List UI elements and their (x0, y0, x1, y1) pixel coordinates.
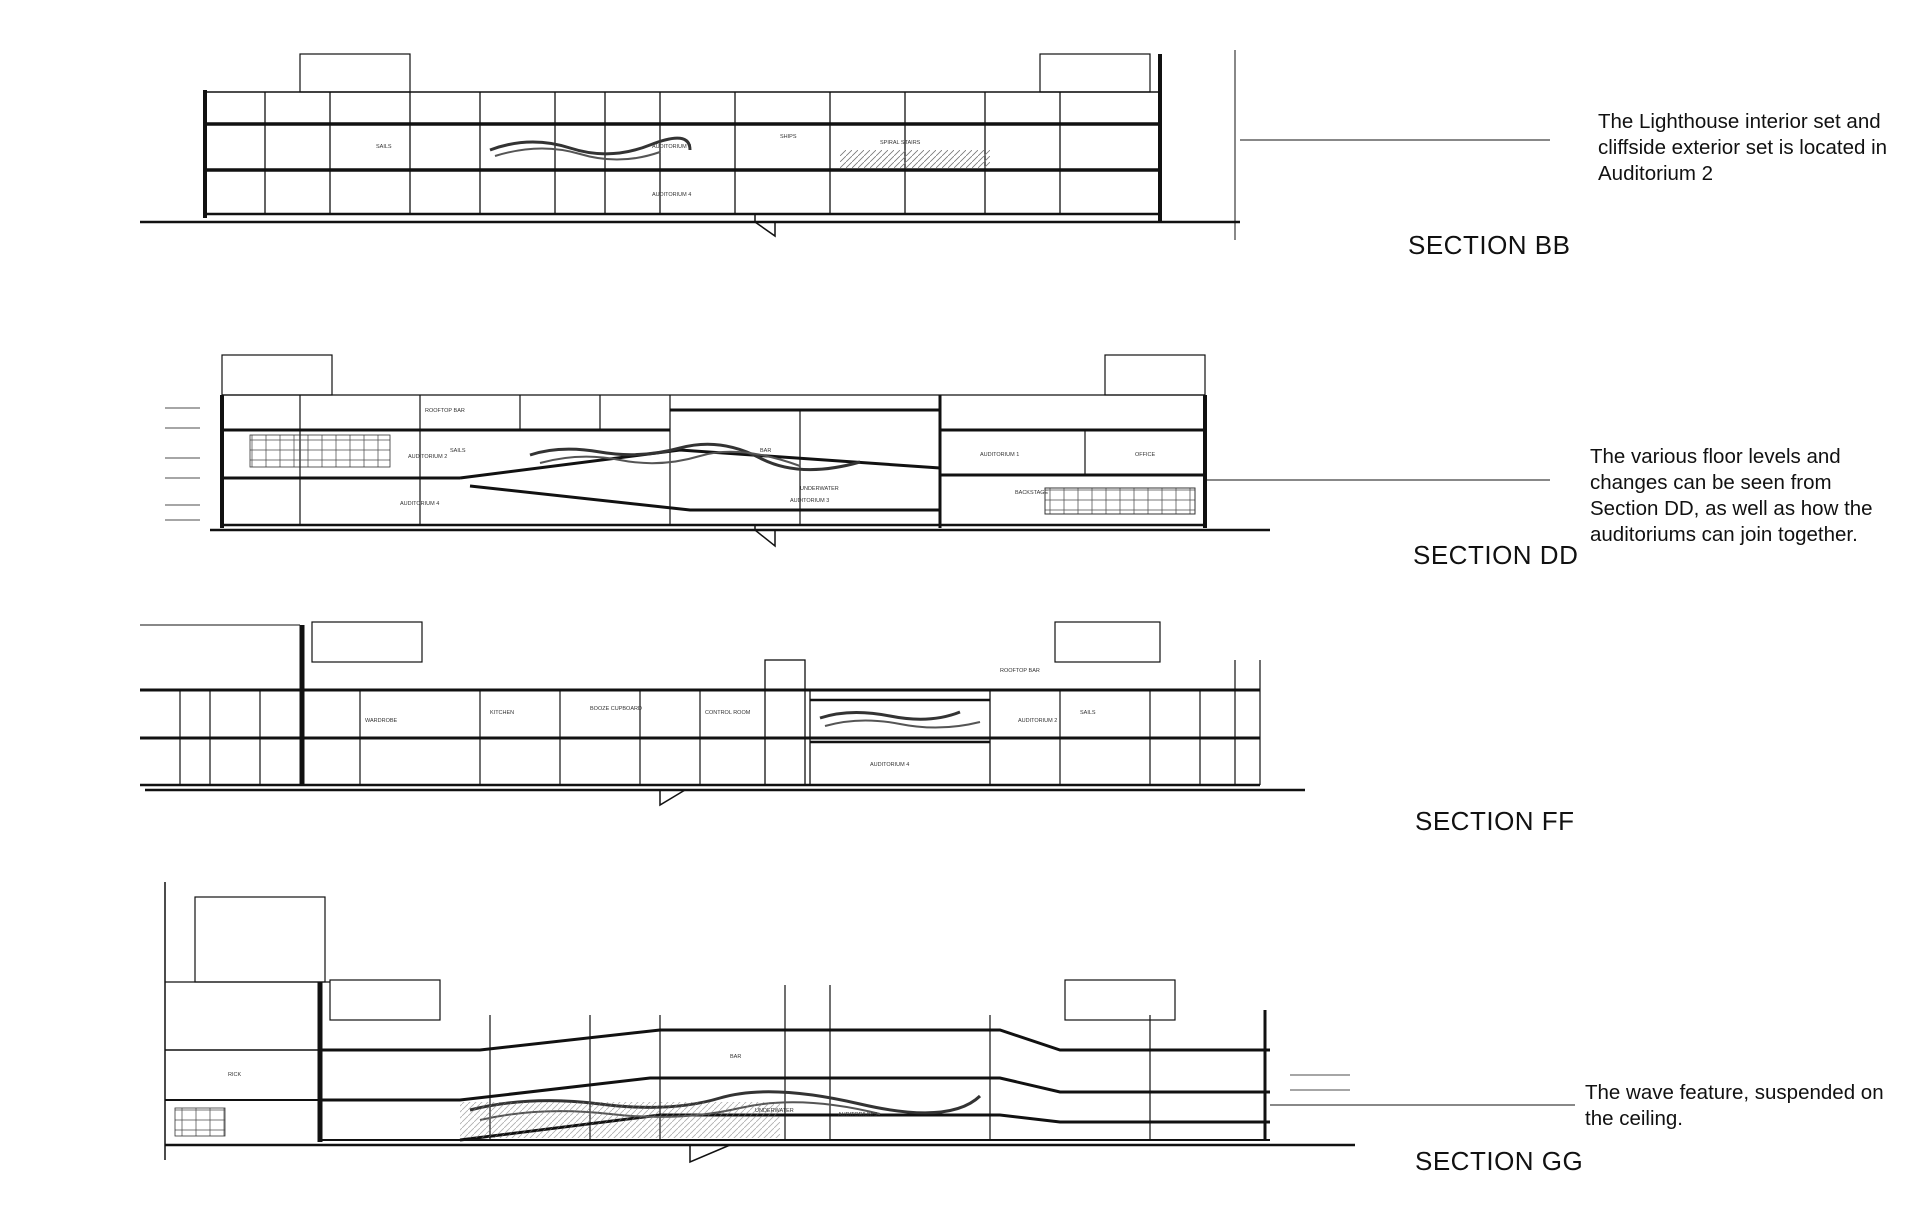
section-dd-note: The various floor levels and changes can… (1590, 444, 1873, 548)
room-label: AUDITORIUM 2 (408, 454, 447, 460)
room-label: BAR (730, 1054, 741, 1060)
room-label: AUDITORIUM 3 (790, 498, 829, 504)
room-label: RICK (228, 1072, 241, 1078)
room-label: ROOFTOP BAR (1000, 668, 1040, 674)
room-label: AUDITORIUM 2 (1018, 718, 1057, 724)
note-line: The various floor levels and (1590, 445, 1841, 468)
room-label: UNDERWATER (755, 1108, 794, 1114)
room-label: SAILS (450, 448, 466, 454)
room-label: SPIRAL STAIRS (880, 140, 921, 146)
room-label: AUDITORIUM 4 (400, 501, 439, 507)
section-bb-drawing (140, 50, 1550, 240)
room-label: SAILS (1080, 710, 1096, 716)
room-label: CONTROL ROOM (705, 710, 751, 716)
section-gg-title: SECTION GG (1415, 1146, 1584, 1176)
room-label: AUDITORIUM 3 (838, 1112, 877, 1118)
section-bb-title: SECTION BB (1408, 230, 1571, 260)
room-label: BAR (760, 448, 771, 454)
room-label: AUDITORIUM 4 (652, 192, 691, 198)
room-labels: SAILS AUDITORIUM 2 SHIPS SPIRAL STAIRS A… (228, 134, 1155, 1118)
room-label: AUDITORIUM 1 (980, 452, 1019, 458)
room-label: UNDERWATER (800, 486, 839, 492)
section-gg-drawing (164, 882, 1575, 1164)
section-ff-title: SECTION FF (1415, 806, 1575, 836)
note-line: the ceiling. (1585, 1107, 1684, 1130)
room-label: SHIPS (780, 134, 797, 140)
room-label: AUDITORIUM 2 (652, 144, 691, 150)
room-label: ROOFTOP BAR (425, 408, 465, 414)
note-line: cliffside exterior set is located in (1598, 136, 1888, 159)
room-label: BOOZE CUPBOARD (590, 706, 642, 712)
room-label: OFFICE (1135, 452, 1155, 458)
room-label: BACKSTAGE (1015, 490, 1049, 496)
room-label: KITCHEN (490, 710, 514, 716)
room-label: SAILS (376, 144, 392, 150)
note-line: The wave feature, suspended on (1585, 1081, 1884, 1104)
room-label: WARDROBE (365, 718, 398, 724)
section-dd-drawing (165, 354, 1550, 548)
section-ff-drawing (140, 621, 1305, 807)
note-line: changes can be seen from (1590, 471, 1832, 494)
section-dd-title: SECTION DD (1413, 540, 1579, 570)
note-line: The Lighthouse interior set and (1598, 110, 1881, 133)
section-gg-note: The wave feature, suspended on the ceili… (1585, 1080, 1884, 1132)
room-label: AUDITORIUM 4 (870, 762, 909, 768)
note-line: Auditorium 2 (1598, 162, 1714, 185)
note-line: Section DD, as well as how the (1590, 497, 1873, 520)
note-line: auditoriums can join together. (1590, 523, 1858, 546)
section-bb-note: The Lighthouse interior set and cliffsid… (1598, 109, 1887, 187)
